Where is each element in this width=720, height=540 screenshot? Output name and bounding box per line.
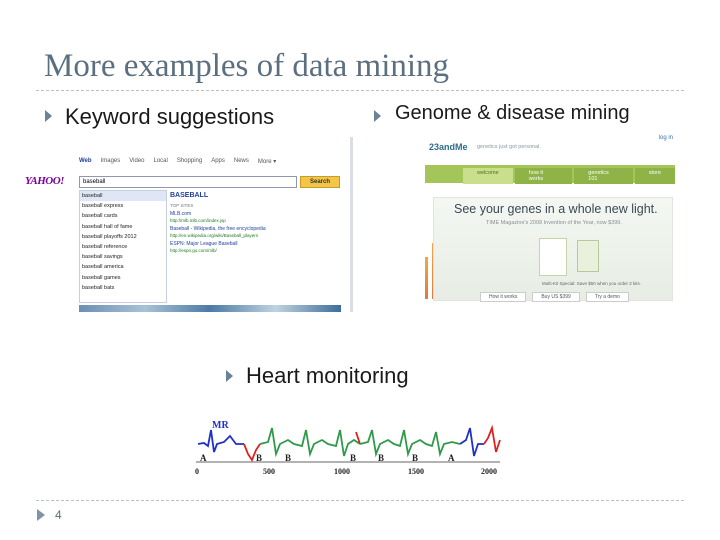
suggestion-item[interactable]: baseball savings: [82, 254, 123, 261]
beat-label: A: [448, 453, 455, 463]
slide-title: More examples of data mining: [44, 48, 450, 84]
ecg-mr-label: MR: [212, 420, 229, 431]
beat-label: B: [412, 453, 418, 463]
ecg-normal-a: [259, 427, 361, 458]
tagline: genetics just got personal.: [477, 144, 541, 150]
23andme-logo: 23andMe: [429, 142, 468, 152]
tab-store[interactable]: store: [634, 168, 675, 184]
yahoo-search-screenshot: Web Images Video Local Shopping Apps New…: [75, 137, 353, 312]
suggestion-item[interactable]: baseball bats: [82, 284, 115, 291]
suggestion-item[interactable]: baseball hall of fame: [82, 223, 133, 230]
result-url[interactable]: http://mlb.mlb.com/index.jsp: [170, 218, 226, 223]
search-button[interactable]: Search: [300, 176, 340, 188]
suggestion-item[interactable]: baseball games: [82, 274, 121, 281]
yahoo-nav: Web Images Video Local Shopping Apps New…: [79, 158, 276, 165]
how-it-works-button[interactable]: How it works: [480, 292, 527, 302]
nav-apps[interactable]: Apps: [211, 158, 225, 164]
suggestion-item[interactable]: baseball america: [82, 264, 124, 271]
nav-shopping[interactable]: Shopping: [176, 158, 203, 164]
tab-genetics-101[interactable]: genetics 101: [574, 168, 633, 184]
hero-banner: See your genes in a whole new light. TIM…: [433, 197, 673, 302]
ecg-tick: 500: [263, 467, 275, 476]
ecg-figure: MR A B B B B B A 0 500 1000 1500 2000: [195, 420, 501, 476]
nav-local[interactable]: Local: [153, 158, 168, 164]
beat-label: B: [350, 453, 356, 463]
result-link[interactable]: Baseball - Wikipedia, the free encyclope…: [170, 226, 266, 232]
suggestion-item[interactable]: baseball reference: [82, 243, 128, 250]
ecg-segment-a: [197, 429, 244, 453]
suggestion-dropdown: baseball baseball express baseball cards…: [79, 190, 167, 303]
try-demo-button[interactable]: Try a demo: [585, 292, 629, 302]
hero-headline: See your genes in a whole new light.: [454, 202, 658, 216]
hero-buttons: How it works Buy US $399 Try a demo: [480, 292, 629, 302]
nav-more[interactable]: More ▾: [257, 159, 277, 165]
special-offer: Multi-Kit Special: Save $50 when you ord…: [542, 281, 642, 286]
beat-label: A: [200, 453, 207, 463]
ecg-segment-a: [459, 427, 484, 457]
result-url[interactable]: http://en.wikipedia.org/wiki/Baseball_pl…: [170, 233, 259, 238]
suggestion-item[interactable]: baseball playoffs 2012: [82, 233, 137, 240]
genome-site-screenshot: log in 23andMe genetics just got persona…: [425, 133, 675, 311]
search-input[interactable]: baseball: [79, 176, 297, 188]
ecg-tick: 1000: [334, 467, 350, 476]
slide-number: 4: [55, 508, 62, 522]
image-strip: [79, 305, 341, 312]
slide-corner-arrow-icon: [37, 509, 45, 521]
ecg-tick: 0: [195, 467, 199, 476]
bullet-arrow-icon: [226, 370, 233, 382]
result-link[interactable]: MLB.com: [170, 211, 192, 217]
ecg-normal-b: [359, 429, 461, 458]
beat-label: B: [285, 453, 291, 463]
title-divider: [36, 90, 684, 91]
suggestion-item[interactable]: baseball: [80, 191, 166, 202]
nav-web[interactable]: Web: [79, 158, 92, 164]
top-sites-label: TOP SITES: [170, 203, 194, 208]
ecg-tick: 1500: [408, 467, 424, 476]
nav-video[interactable]: Video: [129, 158, 145, 164]
site-tabs: welcome how it works genetics 101 store: [463, 168, 675, 184]
ecg-segment-b: [243, 443, 261, 462]
ecg-spike: [355, 431, 361, 445]
login-link[interactable]: log in: [658, 135, 673, 141]
nav-images[interactable]: Images: [100, 158, 121, 164]
ecg-tick: 2000: [481, 467, 497, 476]
tab-welcome[interactable]: welcome: [463, 168, 513, 184]
suggestion-item[interactable]: baseball express: [82, 203, 124, 210]
ecg-segment-b: [483, 424, 501, 453]
search-results-panel: BASEBALL TOP SITES MLB.com http://mlb.ml…: [170, 192, 340, 253]
results-heading: BASEBALL: [170, 192, 209, 199]
result-link[interactable]: ESPN: Major League Baseball: [170, 241, 238, 247]
kit-tube-image: [577, 240, 599, 272]
bullet-heart-monitoring: Heart monitoring: [246, 363, 409, 388]
beat-label: B: [378, 453, 384, 463]
bullet-genome-mining: Genome & disease mining: [395, 102, 630, 124]
hero-subline: TIME Magazine's 2008 Invention of the Ye…: [486, 220, 622, 226]
beat-label: B: [256, 453, 262, 463]
bullet-keyword-suggestions: Keyword suggestions: [65, 104, 275, 129]
bullet-arrow-icon: [45, 110, 52, 122]
buy-button[interactable]: Buy US $399: [532, 292, 580, 302]
kit-box-image: [539, 238, 567, 276]
yahoo-logo: YAHOO!: [25, 175, 64, 187]
footer-divider: [36, 500, 684, 501]
result-url[interactable]: http://espn.go.com/mlb/: [170, 248, 217, 253]
suggestion-item[interactable]: baseball cards: [82, 213, 118, 220]
bullet-arrow-icon: [374, 110, 381, 122]
tab-how-it-works[interactable]: how it works: [514, 168, 573, 184]
nav-news[interactable]: News: [233, 158, 249, 164]
